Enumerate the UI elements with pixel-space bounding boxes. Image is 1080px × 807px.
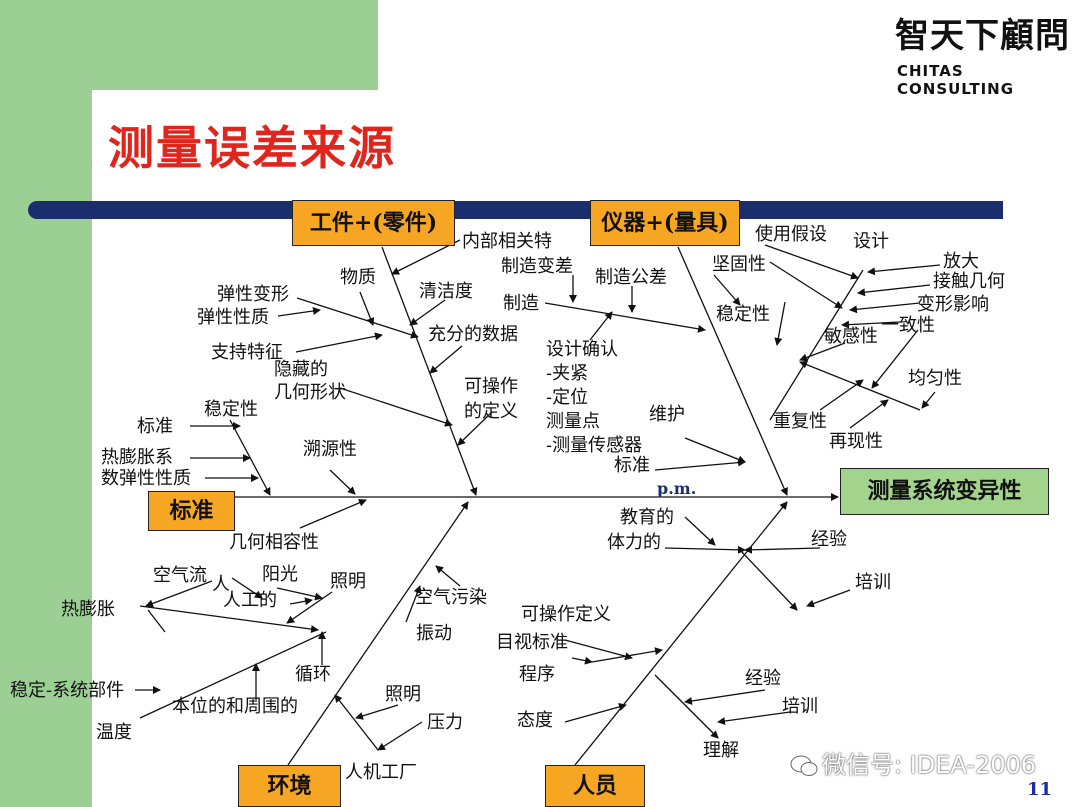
cause-label: 几何形状	[274, 382, 346, 403]
cause-label: 内部相关特	[462, 231, 552, 252]
cause-label: 清洁度	[419, 281, 473, 302]
bone-workpiece	[381, 246, 478, 496]
cause-label: 稳定性	[204, 399, 258, 420]
cause-label: 敏感性	[824, 326, 878, 347]
cause-label: 可操作	[464, 376, 518, 397]
bone-environment	[287, 501, 469, 766]
category-standard: 标准	[148, 491, 235, 531]
cause-label: 标准	[137, 416, 173, 437]
cause-label: 坚固性	[712, 254, 766, 275]
cause-label: 本位的和周围的	[172, 696, 298, 717]
logo-chinese: 智天下顧問	[895, 16, 1070, 56]
cause-label: 培训	[782, 696, 818, 717]
cause-label: 重复性	[773, 411, 827, 432]
cause-label: 理解	[703, 740, 739, 761]
cause-label: 变形影响	[917, 294, 989, 315]
cause-label: 教育的	[620, 507, 674, 528]
cause-label: 热膨胀系	[101, 447, 173, 468]
bone-instrument	[677, 246, 788, 496]
cause-label: 溯源性	[303, 439, 357, 460]
slide-title: 测量误差来源	[108, 121, 396, 175]
cause-label: 照明	[385, 684, 421, 705]
title-divider-bar	[28, 201, 1003, 219]
cause-label: 态度	[517, 710, 553, 731]
cause-label: 制造变差	[501, 256, 573, 277]
cause-label: 稳定-系统部件	[10, 680, 125, 701]
cause-label: 标准	[614, 455, 650, 476]
left-green-band	[0, 0, 92, 807]
cause-label: 程序	[519, 664, 555, 685]
cause-label: 隐藏的	[274, 359, 328, 380]
cause-label: 制造公差	[595, 267, 667, 288]
cause-label: -测量传感器	[546, 435, 643, 456]
cause-label: 振动	[416, 623, 452, 644]
cause-label: 培训	[855, 572, 891, 593]
cause-label: 弹性性质	[197, 307, 269, 328]
cause-label: 人机工厂	[345, 762, 417, 783]
cause-label: 体力的	[607, 532, 661, 553]
cause-label: 几何相容性	[229, 532, 319, 553]
cause-label: 设计确认	[546, 339, 618, 360]
cause-label: 放大	[943, 251, 979, 272]
cause-label: 目视标准	[496, 632, 568, 653]
cause-label: 温度	[96, 722, 132, 743]
category-environment: 环境	[238, 765, 341, 807]
watermark: 微信号: IDEA-2006	[790, 745, 1036, 780]
cause-label: 物质	[340, 267, 376, 288]
cause-label: 维护	[649, 404, 685, 425]
top-green-band	[0, 0, 378, 90]
cause-label: 压力	[427, 712, 463, 733]
cause-label: 循环	[295, 664, 331, 685]
cause-label: 的定义	[464, 401, 518, 422]
cause-label: -定位	[546, 387, 589, 408]
cause-label: 一致性	[881, 315, 935, 336]
cause-label: 经验	[811, 529, 847, 550]
watermark-text: 微信号: IDEA-2006	[822, 751, 1037, 779]
category-instrument: 仪器+(量具)	[590, 200, 740, 246]
cause-label: 弹性变形	[217, 284, 289, 305]
cause-label: 支持特征	[211, 342, 283, 363]
cause-label: 测量点	[546, 411, 600, 432]
cause-label: 数弹性性质	[101, 468, 191, 489]
cause-label: 充分的数据	[428, 324, 518, 345]
logo-english: CHITAS CONSULTING	[897, 62, 1015, 98]
cause-label: 空气流	[153, 565, 207, 586]
cause-label: 空气污染	[415, 587, 487, 608]
cause-label: 经验	[745, 668, 781, 689]
cause-label: 可操作定义	[521, 604, 611, 625]
category-personnel: 人员	[545, 765, 645, 807]
cause-label: 均匀性	[908, 368, 962, 389]
pm-label: p.m.	[657, 479, 697, 498]
cause-label: 人工的	[223, 590, 277, 611]
cause-label: 阳光	[262, 564, 298, 585]
cause-label: 人	[212, 574, 230, 595]
cause-label: 稳定性	[716, 304, 770, 325]
wechat-icon	[790, 755, 818, 776]
cause-label: 制造	[503, 293, 539, 314]
page-number: 11	[1027, 779, 1053, 800]
cause-label: 热膨胀	[61, 599, 115, 620]
cause-label: 再现性	[829, 431, 883, 452]
cause-label: 使用假设	[755, 224, 827, 245]
cause-label: -夹紧	[546, 363, 589, 384]
category-workpiece: 工件+(零件)	[292, 200, 455, 246]
effect-box: 测量系统变异性	[840, 468, 1049, 515]
cause-label: 接触几何	[933, 271, 1005, 292]
cause-label: 设计	[853, 231, 889, 252]
cause-label: 照明	[330, 571, 366, 592]
